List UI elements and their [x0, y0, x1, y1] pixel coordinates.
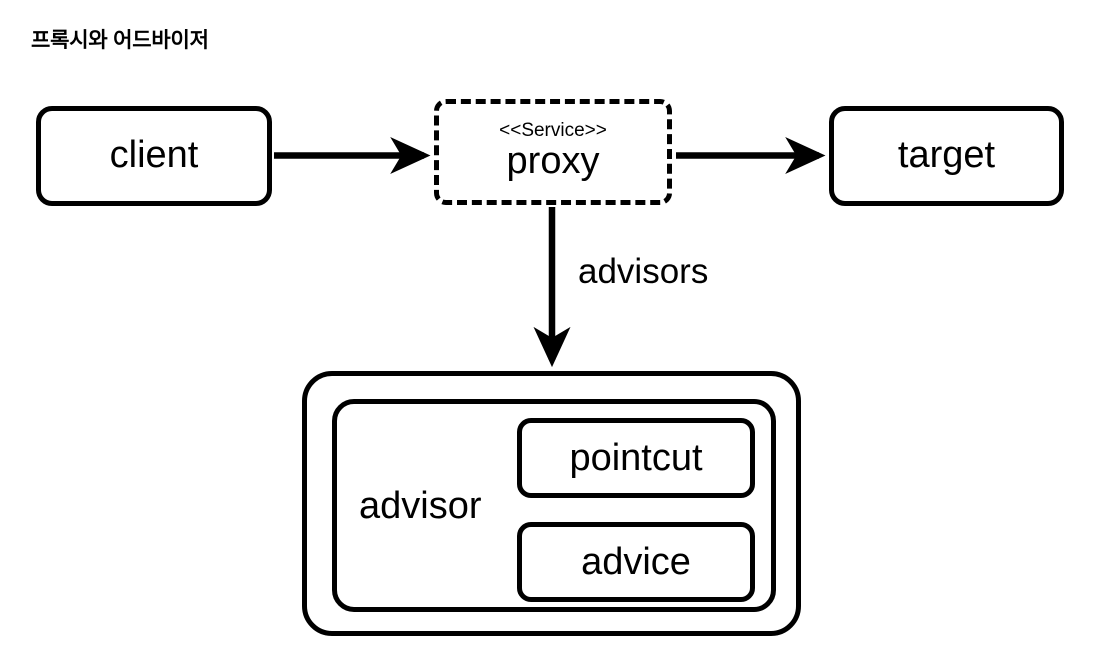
node-pointcut[interactable]: pointcut: [517, 418, 755, 498]
node-client-label: client: [109, 134, 199, 177]
node-client[interactable]: client: [36, 106, 272, 206]
node-advisor[interactable]: advisor pointcut advice: [332, 399, 776, 612]
node-target-label: target: [897, 134, 996, 177]
node-proxy-stereotype: <<Service>>: [499, 119, 607, 141]
node-target[interactable]: target: [829, 106, 1064, 206]
edge-label-advisors: advisors: [578, 252, 709, 291]
node-advisor-label: advisor: [359, 484, 482, 527]
node-proxy-label: proxy: [506, 139, 600, 182]
node-proxy[interactable]: <<Service>> proxy: [434, 99, 672, 205]
node-advice-label: advice: [581, 541, 691, 583]
node-advisors-container[interactable]: advisor pointcut advice: [302, 371, 801, 636]
node-advice[interactable]: advice: [517, 522, 755, 602]
page-title: 프록시와 어드바이저: [31, 29, 209, 52]
node-pointcut-label: pointcut: [569, 437, 703, 479]
advisor-parts-group: pointcut advice: [517, 418, 755, 602]
